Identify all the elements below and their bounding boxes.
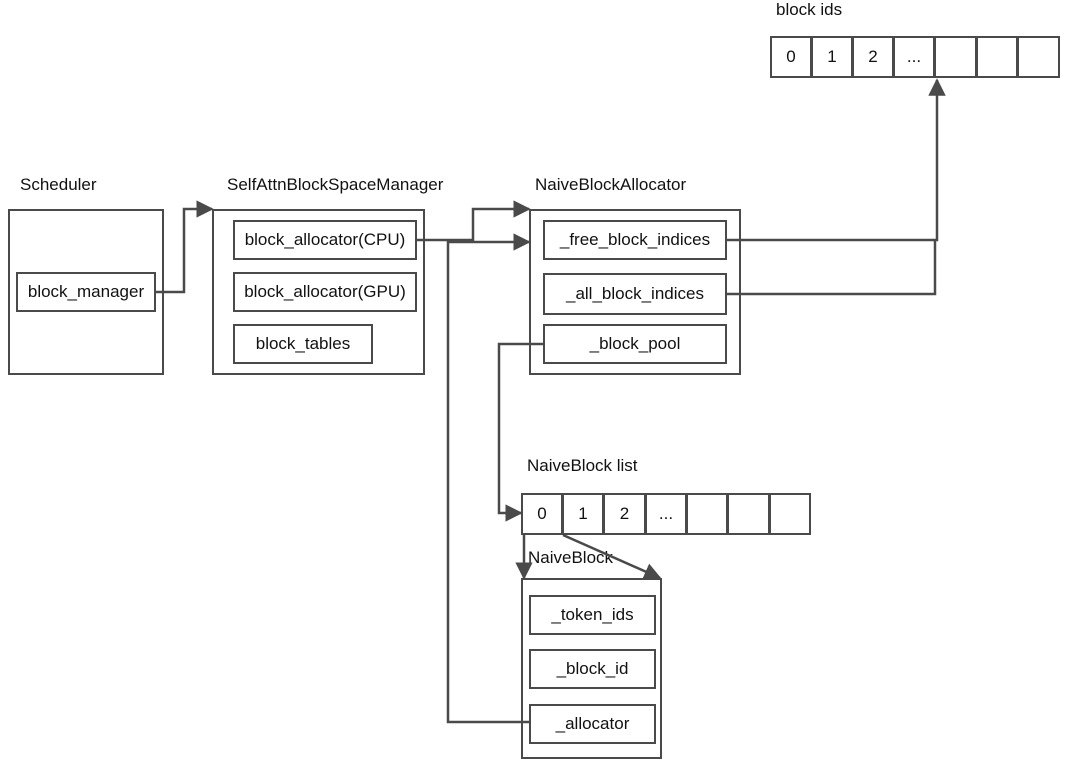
block-ids-cell xyxy=(976,36,1018,78)
line-all-indices-to-block-ids xyxy=(727,240,937,296)
arrow-block-pool-to-list xyxy=(497,342,543,522)
naive-block-allocator-field: _allocator xyxy=(529,704,656,744)
arrow-allocator-back-ref xyxy=(446,233,531,724)
arrow-manager-to-allocator xyxy=(417,200,531,242)
allocator-all-block-indices-field: _all_block_indices xyxy=(543,273,727,315)
allocator-title: NaiveBlockAllocator xyxy=(535,175,687,194)
allocator-block-pool-field: _block_pool xyxy=(543,324,727,364)
block-ids-title: block ids xyxy=(776,0,843,19)
block-ids-cell xyxy=(934,36,977,78)
scheduler-block-manager-field: block_manager xyxy=(16,272,156,312)
block-list-cell: 2 xyxy=(603,493,646,535)
arrow-scheduler-to-manager xyxy=(156,200,214,294)
manager-block-tables-field: block_tables xyxy=(233,324,373,364)
allocator-free-block-indices-field: _free_block_indices xyxy=(543,220,727,260)
block-list-cell xyxy=(727,493,770,535)
block-ids-cell: 0 xyxy=(770,36,812,78)
arrow-list-item-to-block-right xyxy=(562,533,662,580)
naive-block-token-ids-field: _token_ids xyxy=(529,595,656,635)
block-list-title: NaiveBlock list xyxy=(527,456,638,475)
block-list-cell xyxy=(769,493,811,535)
naive-block-block-id-field: _block_id xyxy=(529,649,656,689)
manager-title: SelfAttnBlockSpaceManager xyxy=(227,175,444,194)
arrow-free-indices-to-block-ids xyxy=(727,78,946,242)
naive-block-title: NaiveBlock xyxy=(528,548,614,567)
manager-block-allocator-cpu-field: block_allocator(CPU) xyxy=(233,220,417,260)
block-ids-cell xyxy=(1017,36,1060,78)
manager-block-allocator-gpu-field: block_allocator(GPU) xyxy=(233,272,417,312)
block-list-cell: ... xyxy=(645,493,687,535)
scheduler-title: Scheduler xyxy=(20,175,97,194)
